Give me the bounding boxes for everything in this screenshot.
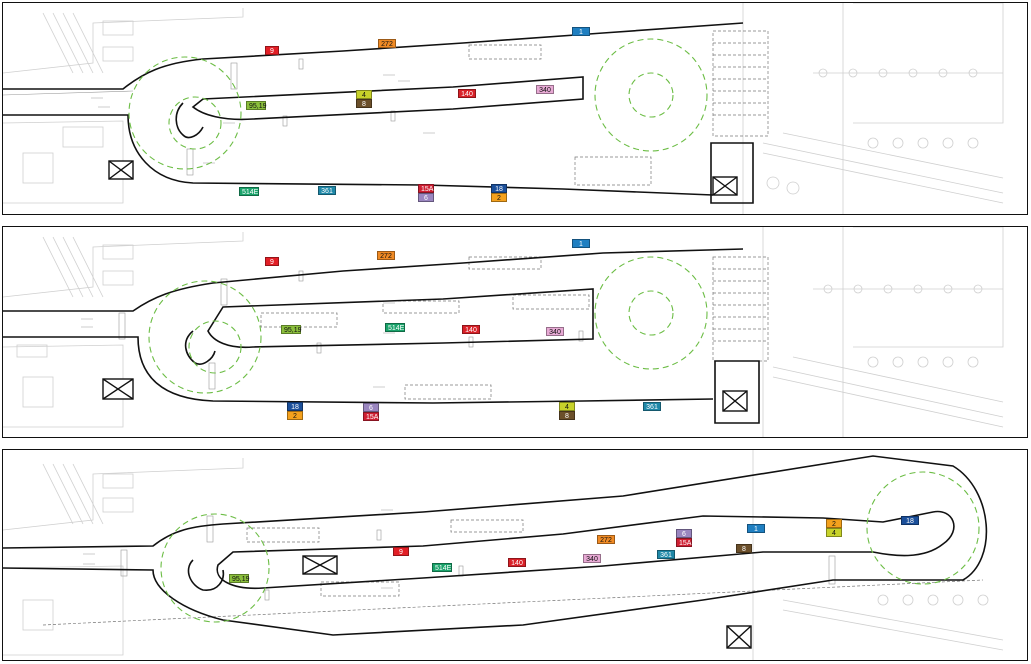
background-context	[3, 450, 1004, 660]
route-badge-361: 361	[657, 550, 675, 559]
route-badge-1: 1	[572, 239, 590, 248]
parking-bays	[42, 519, 984, 626]
road-markings	[3, 58, 435, 176]
route-badge-9: 9	[393, 547, 409, 556]
route-badge-340: 340	[536, 85, 554, 94]
route-badge-272: 272	[597, 535, 615, 544]
site-plan-drawing	[3, 227, 1004, 437]
route-badge-18: 18	[491, 184, 507, 193]
background-context	[3, 227, 1004, 437]
layout-panel-option-a: 9 272 1 95,19 514E 140 340 18 2 6 15A 4 …	[2, 226, 1028, 438]
platform-outline	[3, 248, 760, 424]
site-plan-drawing	[3, 450, 1004, 660]
route-badge-15A: 15A	[363, 412, 379, 421]
signal-boxes	[102, 378, 748, 412]
route-badge-6: 6	[363, 403, 379, 412]
route-badge-140: 140	[462, 325, 480, 334]
parking-bays	[468, 30, 769, 186]
route-badge-15A: 15A	[676, 538, 692, 547]
signal-boxes	[302, 555, 752, 649]
route-badge-1: 1	[572, 27, 590, 36]
road-markings	[81, 270, 584, 390]
route-badge-361: 361	[318, 186, 336, 195]
parking-bays	[260, 256, 769, 400]
layout-panel-existing: 9 272 1 4 8 140 340 95,19 514E 361 15A 6…	[2, 2, 1028, 215]
layout-panel-option-b: 9 272 6 15A 1 2 4 18 8 361 140 340 514E …	[2, 449, 1028, 661]
route-badge-15A: 15A	[418, 184, 434, 193]
platform-outline	[3, 455, 988, 636]
route-badge-4: 4	[356, 90, 372, 99]
route-badge-514E: 514E	[385, 323, 405, 332]
route-badge-9: 9	[265, 257, 279, 266]
route-badge-4: 4	[559, 402, 575, 411]
route-badge-272: 272	[378, 39, 396, 48]
route-badge-340: 340	[583, 554, 601, 563]
site-plan-drawing	[3, 3, 1004, 214]
route-badge-18: 18	[287, 402, 303, 411]
turning-circles	[148, 256, 708, 394]
route-badge-514E: 514E	[432, 563, 452, 572]
route-badge-140: 140	[458, 89, 476, 98]
signal-boxes	[108, 160, 738, 196]
route-badge-8: 8	[736, 544, 752, 553]
route-badge-361: 361	[643, 402, 661, 411]
route-badge-95-19: 95,19	[229, 574, 250, 583]
route-badge-8: 8	[559, 411, 575, 420]
route-badge-6: 6	[418, 193, 434, 202]
route-badge-95-19: 95,19	[246, 101, 267, 110]
road-markings	[83, 509, 836, 601]
background-context	[3, 3, 1004, 214]
route-badge-8: 8	[356, 99, 372, 108]
route-badge-9: 9	[265, 46, 279, 55]
platform-outline	[3, 22, 754, 204]
route-badge-6: 6	[676, 529, 692, 538]
route-badge-140: 140	[508, 558, 526, 567]
route-badge-18: 18	[901, 516, 919, 525]
route-badge-95-19: 95,19	[281, 325, 302, 334]
route-badge-2: 2	[287, 411, 303, 420]
turning-circles	[128, 38, 708, 170]
route-badge-2: 2	[826, 519, 842, 528]
route-badge-272: 272	[377, 251, 395, 260]
route-badge-2: 2	[491, 193, 507, 202]
route-badge-4: 4	[826, 528, 842, 537]
route-badge-1: 1	[747, 524, 765, 533]
route-badge-340: 340	[546, 327, 564, 336]
route-badge-514E: 514E	[239, 187, 259, 196]
turning-circles	[160, 471, 980, 623]
